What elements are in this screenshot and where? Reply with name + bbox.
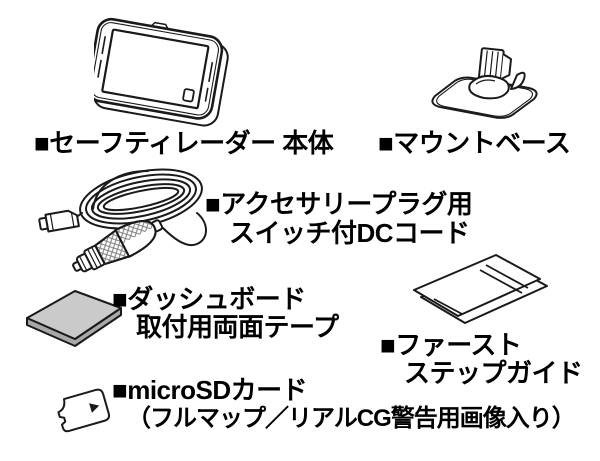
mount-base-illustration [424, 42, 554, 124]
label-dc-cord-line2: スイッチ付DCコード [229, 218, 470, 248]
label-tape-line2: 取付用両面テープ [136, 312, 339, 342]
label-tape-line1: ■ダッシュボード [112, 284, 306, 314]
guide-illustration [410, 252, 550, 336]
label-microsd-line1: ■microSDカード [112, 375, 308, 405]
label-guide-line2: ステップガイド [404, 358, 583, 388]
dc-cord-illustration [30, 163, 210, 279]
label-guide-line1: ■ファースト [380, 330, 522, 360]
tape-illustration [24, 284, 124, 354]
label-safety-radar-unit: ■セーフティレーダー 本体 [34, 128, 334, 158]
label-microsd-line2: （フルマップ／リアルCG警告用画像入り） [127, 405, 576, 432]
radar-device-illustration [94, 4, 242, 128]
microsd-illustration [42, 377, 118, 449]
label-dc-cord-line1: ■アクセサリープラグ用 [205, 189, 473, 219]
label-mount-base: ■マウントベース [378, 128, 571, 158]
